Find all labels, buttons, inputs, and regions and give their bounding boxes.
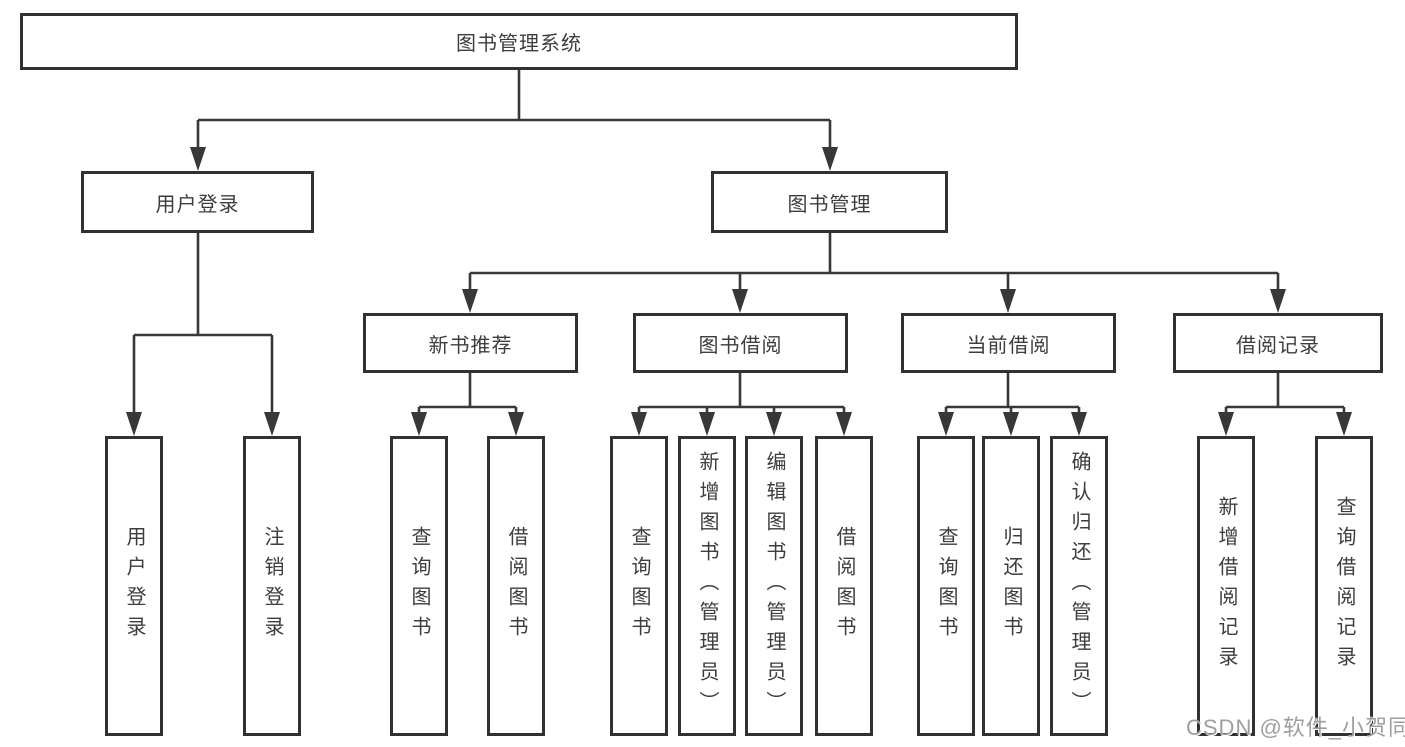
node-borrow-books-leaf: 借阅图书 [815,436,873,736]
node-current-borrowing: 当前借阅 [901,313,1116,373]
node-root-label: 图书管理系统 [456,33,582,55]
node-query-borrow-record-label: 查询借阅记录 [1333,496,1355,676]
node-book-borrowing-label: 图书借阅 [698,334,783,357]
node-return-books-label: 归还图书 [1000,526,1022,646]
node-confirm-return-admin-label: 确认归还（管理员） [1068,451,1090,721]
node-query-books-current-label: 查询图书 [935,526,957,646]
node-user-login-leaf: 用户登录 [105,436,163,736]
node-add-books-admin-label: 新增图书（管理员） [696,451,718,721]
node-current-borrowing-label: 当前借阅 [966,334,1051,357]
node-query-borrow-record: 查询借阅记录 [1315,436,1373,736]
node-user-login: 用户登录 [81,171,314,233]
node-logout: 注销登录 [243,436,301,736]
node-borrow-books-leaf-label: 借阅图书 [833,526,855,646]
node-new-book-recommend-label: 新书推荐 [428,334,513,357]
node-book-borrowing: 图书借阅 [633,313,848,373]
node-query-books-recommend: 查询图书 [390,436,448,736]
node-return-books: 归还图书 [982,436,1040,736]
node-confirm-return-admin: 确认归还（管理员） [1050,436,1108,736]
node-book-management: 图书管理 [711,171,948,233]
node-query-books-borrow: 查询图书 [610,436,668,736]
node-logout-label: 注销登录 [261,526,283,646]
node-book-management-label: 图书管理 [787,193,872,216]
node-root: 图书管理系统 [20,13,1018,70]
node-borrowing-records-label: 借阅记录 [1236,334,1320,357]
node-borrowing-records: 借阅记录 [1173,313,1383,373]
node-query-books-current: 查询图书 [917,436,975,736]
node-query-books-borrow-label: 查询图书 [628,526,650,646]
node-add-books-admin: 新增图书（管理员） [678,436,736,736]
node-edit-books-admin: 编辑图书（管理员） [745,436,803,736]
node-user-login-leaf-label: 用户登录 [123,526,145,646]
node-borrow-books-recommend-label: 借阅图书 [505,526,527,646]
node-query-books-recommend-label: 查询图书 [408,526,430,646]
node-add-borrow-record-label: 新增借阅记录 [1215,496,1237,676]
node-new-book-recommend: 新书推荐 [363,313,578,373]
node-user-login-label: 用户登录 [155,193,240,216]
node-add-borrow-record: 新增借阅记录 [1197,436,1255,736]
node-edit-books-admin-label: 编辑图书（管理员） [763,451,785,721]
csdn-watermark: CSDN @软件_小贺同学 [1186,715,1405,740]
node-borrow-books-recommend: 借阅图书 [487,436,545,736]
